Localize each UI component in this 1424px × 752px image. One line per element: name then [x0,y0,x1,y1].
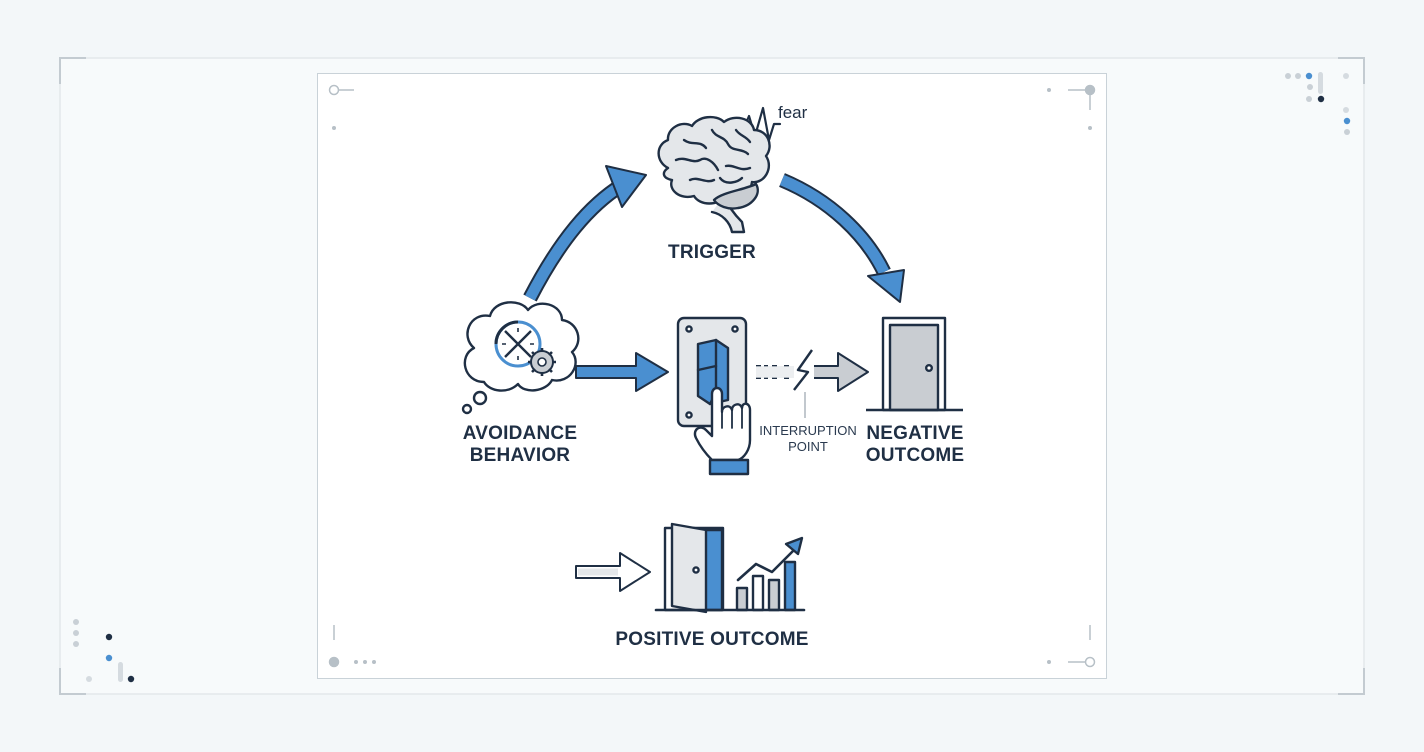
interruption-arrow [756,349,869,418]
interruption-label-line2: POINT [788,439,828,454]
decorative-dots-top-right [1285,72,1351,135]
avoidance-label-line2: BEHAVIOR [469,445,571,466]
brain-icon [657,115,771,234]
avoidance-label-line1: AVOIDANCE [462,423,578,444]
positive-label: POSITIVE OUTCOME [615,629,809,650]
thought-cloud-icon [461,301,580,415]
fear-label: fear [778,103,808,122]
card-corner-ornaments [328,84,1096,668]
closed-door-icon [866,316,963,412]
light-switch-hand-icon [676,316,752,476]
open-door-growth-chart-icon [654,522,806,614]
outer-frame-brackets [59,57,1365,695]
negative-label-line2: OUTCOME [865,445,965,466]
arrow-avoidance-to-switch [575,352,669,392]
trigger-label: TRIGGER [668,242,756,263]
interruption-label-line1: INTERRUPTION [759,423,857,438]
arrow-to-positive [575,552,651,592]
cycle-arrow-trigger-to-negative [779,173,905,303]
decorative-dots-bottom-left [73,619,135,683]
cycle-arrow-avoidance-to-trigger [523,165,647,302]
negative-label-line1: NEGATIVE [866,423,964,444]
